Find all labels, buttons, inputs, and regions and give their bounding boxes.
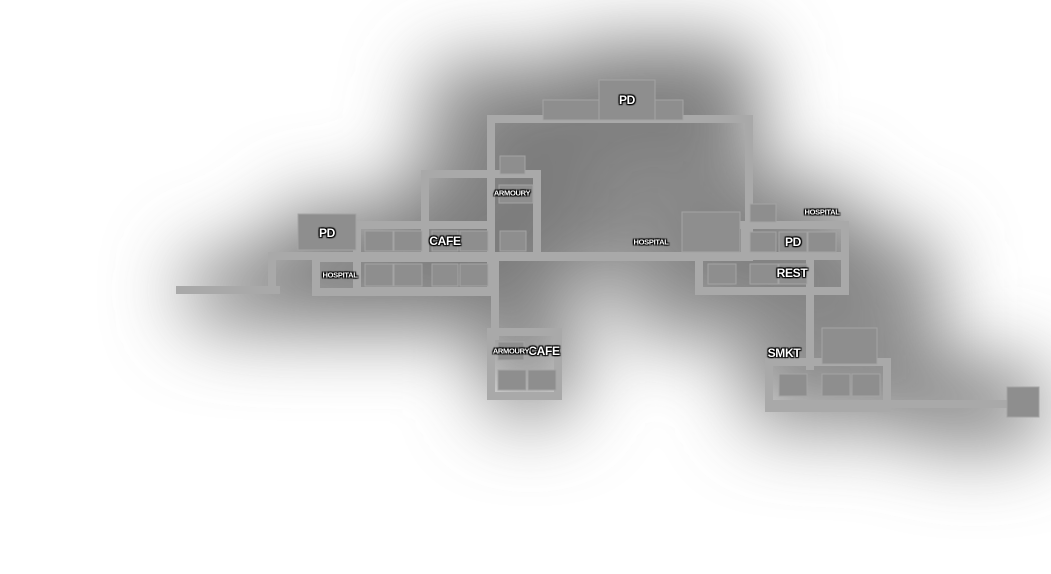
building-block <box>499 230 527 252</box>
building-block <box>527 369 557 391</box>
building-block <box>542 99 600 121</box>
building-block <box>778 231 808 253</box>
cafe-label-south[interactable]: CAFE <box>528 344 560 358</box>
building-block <box>498 184 534 204</box>
smkt-label[interactable]: SMKT <box>767 346 801 360</box>
building-block <box>364 263 394 287</box>
building-block <box>497 341 525 361</box>
building-block <box>364 230 394 252</box>
pd-label-right[interactable]: PD <box>784 235 802 249</box>
buildings <box>297 79 1040 418</box>
armoury-label-north[interactable]: ARMOURY <box>493 188 531 198</box>
building-block <box>778 373 808 397</box>
building-block <box>431 263 459 287</box>
hospital-label-center[interactable]: HOSPITAL <box>633 237 669 247</box>
building-block <box>459 230 489 252</box>
building-block <box>821 327 878 365</box>
roads <box>176 115 1024 412</box>
building-block <box>393 230 423 252</box>
building-block <box>297 213 357 251</box>
building-block <box>749 203 777 223</box>
pd-label-left[interactable]: PD <box>318 226 336 240</box>
building-block <box>851 373 881 397</box>
building-block <box>1006 386 1040 418</box>
building-block <box>459 263 489 287</box>
building-block <box>807 231 837 253</box>
building-block <box>821 373 851 397</box>
building-block <box>681 211 741 253</box>
armoury-label-south[interactable]: ARMOURY <box>492 346 530 356</box>
building-block <box>431 230 459 252</box>
rest-label[interactable]: REST <box>776 266 808 280</box>
road-frame <box>487 328 562 400</box>
pd-label-top[interactable]: PD <box>618 93 636 107</box>
building-block <box>654 99 684 121</box>
building-block <box>497 369 527 391</box>
cafe-label-center[interactable]: CAFE <box>429 234 461 248</box>
building-block <box>707 263 737 285</box>
building-block <box>778 263 808 285</box>
building-block <box>749 263 779 285</box>
building-block <box>749 231 777 253</box>
building-block <box>393 263 423 287</box>
building-block <box>499 155 526 175</box>
hospital-label-right[interactable]: HOSPITAL <box>804 207 840 217</box>
hospital-label-left[interactable]: HOSPITAL <box>322 270 358 280</box>
